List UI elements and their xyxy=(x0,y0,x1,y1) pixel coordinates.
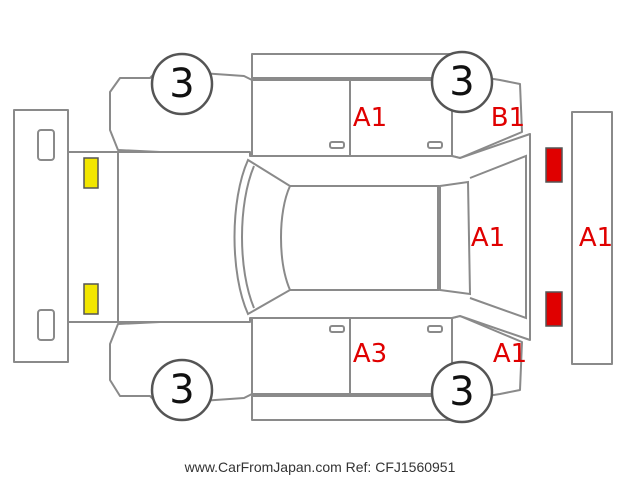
wheel-front-right: 3 xyxy=(150,358,214,422)
wheel-rear-left: 3 xyxy=(430,50,494,114)
damage-code-lower-rear-quarter: A1 xyxy=(493,339,527,369)
lower-side-skirt xyxy=(251,395,453,421)
damage-code-lower-door: A3 xyxy=(353,339,387,369)
rear-lamp-upper xyxy=(545,147,563,183)
footer-credit: www.CarFromJapan.com Ref: CFJ1560951 xyxy=(184,459,456,475)
damage-code-rear-glass: A1 xyxy=(471,223,505,253)
damage-code-upper-door: A1 xyxy=(353,103,387,133)
wheel-rear-right-grade: 3 xyxy=(449,369,474,415)
rear-lamp-lower xyxy=(545,291,563,327)
wheel-rear-left-grade: 3 xyxy=(449,59,474,105)
upper-side-skirt xyxy=(251,53,453,79)
wheel-front-left-grade: 3 xyxy=(169,61,194,107)
front-lamp-upper xyxy=(83,157,99,189)
wheel-front-left: 3 xyxy=(150,52,214,116)
wheel-rear-right: 3 xyxy=(430,360,494,424)
front-bumper xyxy=(13,109,69,363)
rear-bumper xyxy=(571,111,613,365)
wheel-front-right-grade: 3 xyxy=(169,367,194,413)
damage-code-rear-bumper: A1 xyxy=(579,223,613,253)
front-lamp-lower xyxy=(83,283,99,315)
top-view-body xyxy=(67,133,531,341)
damage-code-upper-rear-quarter: B1 xyxy=(491,103,525,133)
